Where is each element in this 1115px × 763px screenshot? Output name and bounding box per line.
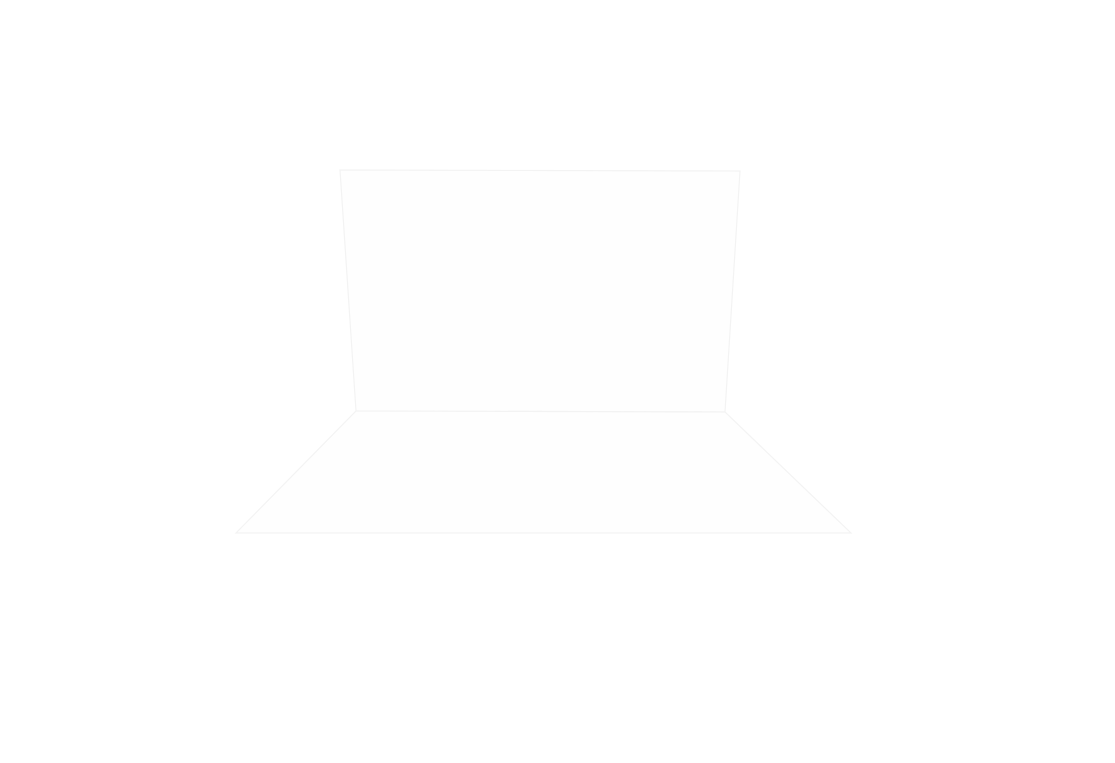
laptop-base-outline bbox=[234, 410, 853, 534]
laptop-screen-outline bbox=[339, 169, 741, 413]
